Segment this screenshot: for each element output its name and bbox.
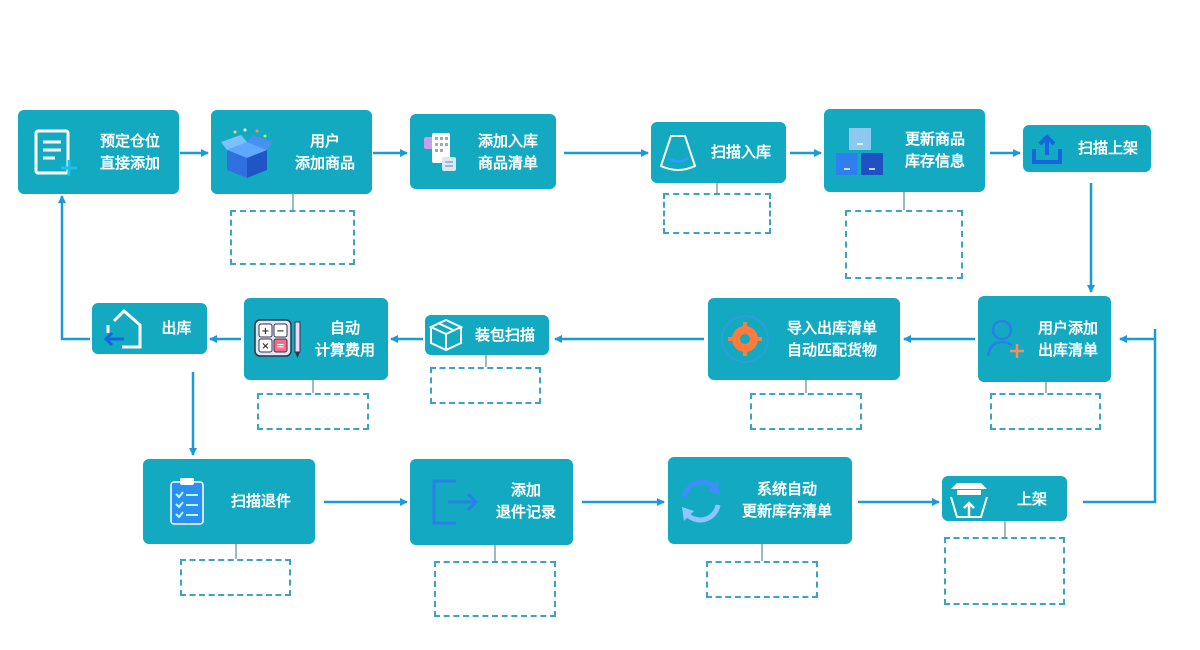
svg-text:+: +: [261, 326, 269, 337]
step-label-line1: 系统自动: [756, 480, 817, 498]
step-label-line1: 装包扫描: [474, 326, 535, 344]
svg-text:=: =: [276, 341, 284, 352]
inventory-list-icon: [422, 131, 462, 179]
package-icon: [428, 317, 464, 359]
step-label-line2: 库存信息: [904, 152, 965, 170]
placeholder-n7: [990, 393, 1101, 430]
upload-icon: [1031, 133, 1063, 171]
step-outbound: 出库: [92, 303, 207, 354]
user-add-icon: [986, 318, 1026, 366]
refresh-icon: [676, 477, 726, 531]
step-add-inbound-list: 添加入库 商品清单: [410, 114, 556, 189]
step-user-add-outbound-list: 用户添加 出库清单: [978, 296, 1111, 382]
step-label-line1: 添加: [510, 481, 541, 499]
step-label-line2: 计算费用: [314, 341, 375, 359]
step-reserve-slot: 预定仓位 直接添加: [18, 110, 179, 194]
step-label-line1: 扫描入库: [710, 143, 771, 161]
step-scan-inbound: 扫描入库: [651, 122, 786, 183]
calculator-icon: +−× =: [253, 318, 303, 366]
step-update-stock-info: 更新商品 库存信息: [824, 109, 985, 192]
step-label-line1: 扫描上架: [1077, 139, 1138, 157]
home-exit-icon: [100, 307, 144, 357]
open-box-icon: [221, 128, 273, 186]
placeholder-n4: [663, 193, 771, 234]
svg-text:−: −: [276, 326, 284, 337]
step-label-line1: 用户添加: [1037, 319, 1098, 337]
step-add-return-record: 添加 退件记录: [410, 459, 573, 545]
step-label-line1: 预定仓位: [99, 132, 160, 150]
step-shelve: 上架: [942, 476, 1067, 521]
step-auto-calc-fee: +−× = 自动 计算费用: [244, 298, 388, 380]
gear-icon: [720, 314, 770, 370]
placeholder-n14: [706, 561, 818, 598]
step-system-update-stock: 系统自动 更新库存清单: [668, 457, 852, 544]
stacked-boxes-icon: [834, 126, 886, 184]
step-user-add-goods: 用户 添加商品: [211, 110, 372, 194]
step-import-outbound-match: 导入出库清单 自动匹配货物: [708, 298, 900, 380]
step-label-line2: 退件记录: [495, 503, 556, 521]
placeholder-n13: [434, 561, 556, 617]
step-label-line1: 更新商品: [904, 130, 965, 148]
placeholder-n8: [750, 393, 862, 430]
clipboard-check-icon: [167, 476, 207, 534]
step-label-line2: 更新库存清单: [741, 502, 832, 520]
step-label-line1: 出库: [161, 319, 192, 337]
step-label-line2: 自动匹配货物: [786, 341, 877, 359]
exit-door-icon: [430, 477, 480, 533]
placeholder-n5: [845, 210, 963, 279]
placeholder-n2: [230, 210, 355, 265]
step-label-line2: 商品清单: [477, 154, 538, 172]
step-label-line2: 直接添加: [99, 154, 160, 172]
placeholder-n15: [944, 537, 1065, 605]
placeholder-n9: [430, 367, 541, 404]
placeholder-n10: [257, 393, 369, 430]
svg-text:×: ×: [261, 341, 269, 352]
step-pack-scan: 装包扫描: [425, 315, 549, 355]
step-label-line1: 自动: [329, 319, 360, 337]
step-label-line1: 扫描退件: [230, 492, 291, 510]
step-label-line2: 添加商品: [294, 154, 355, 172]
arrow-n15-n7: [1083, 329, 1157, 504]
shelf-upload-icon: [947, 479, 991, 525]
scanner-icon: [657, 132, 699, 180]
step-scan-returns: 扫描退件: [143, 459, 315, 544]
step-label-line2: 出库清单: [1037, 341, 1098, 359]
document-add-icon: [33, 128, 79, 184]
step-label-line1: 导入出库清单: [786, 319, 877, 337]
step-label-line1: 添加入库: [477, 132, 538, 150]
placeholder-n12: [180, 559, 291, 596]
step-scan-shelve: 扫描上架: [1023, 125, 1151, 172]
arrow-n11-n1: [58, 195, 90, 341]
step-label-line1: 用户: [309, 132, 340, 150]
step-label-line1: 上架: [1016, 490, 1047, 508]
